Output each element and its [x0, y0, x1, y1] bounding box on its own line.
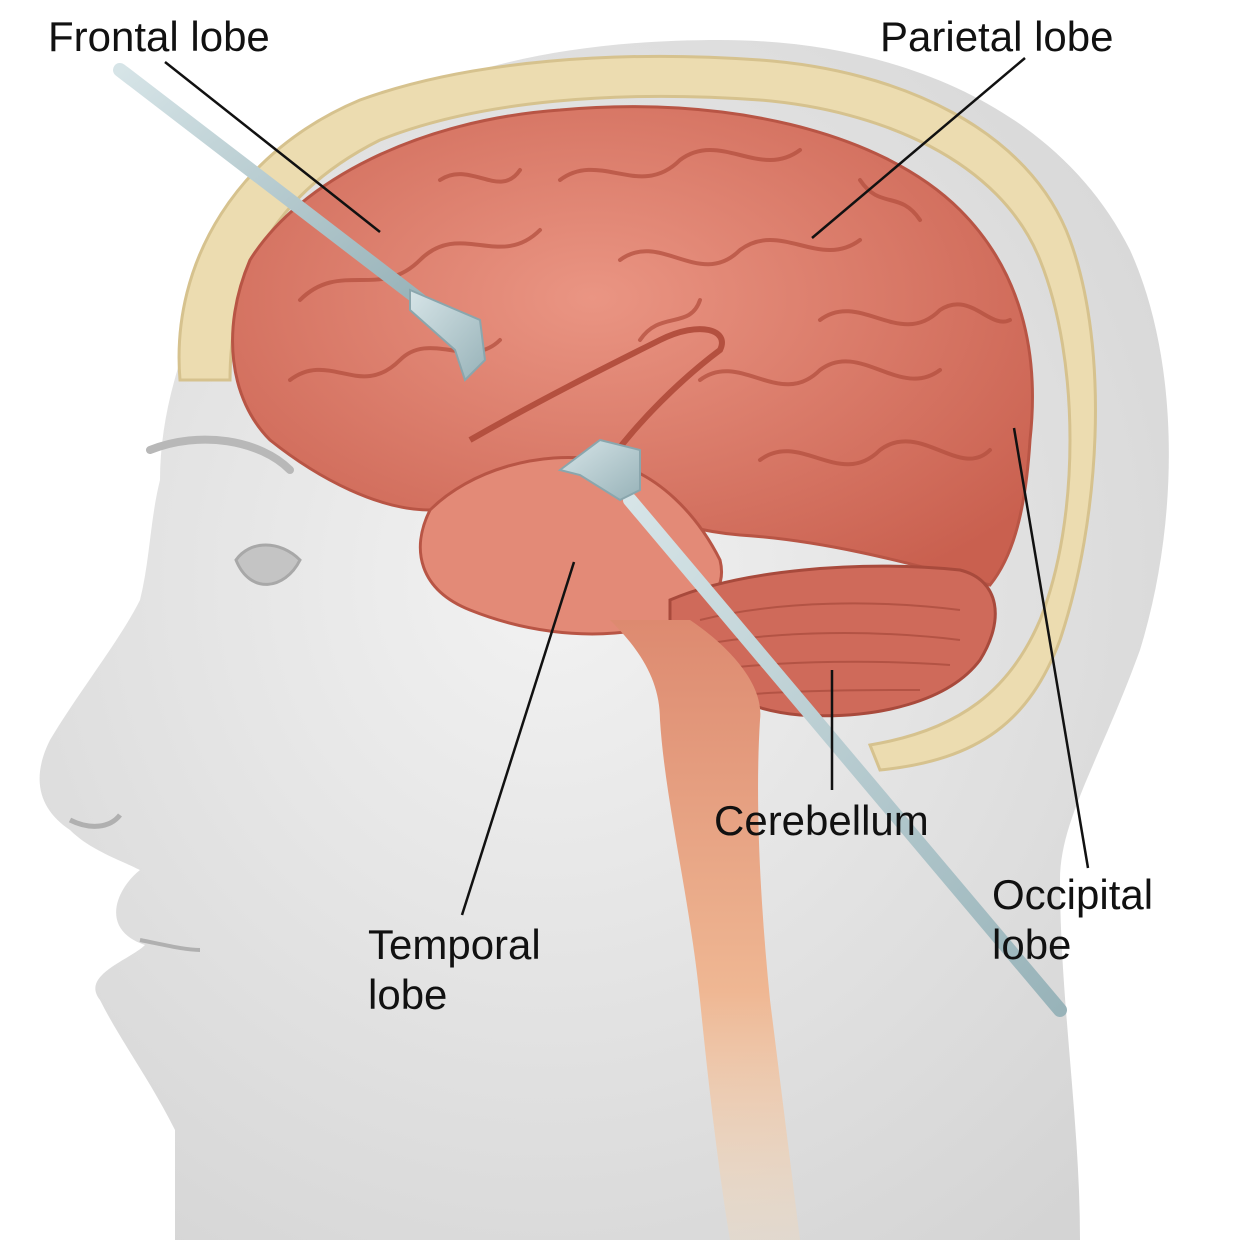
leader-lines — [164, 57, 1090, 916]
label-frontal-lobe: Frontal lobe — [48, 13, 270, 60]
probe-lower — [557, 438, 1067, 1017]
brow — [146, 435, 294, 474]
eye — [234, 543, 302, 586]
cerebellum-folia — [699, 602, 961, 696]
spinal-cord — [610, 620, 800, 1240]
label-occipital-lobe: Occipital lobe — [992, 870, 1153, 970]
probe-upper — [113, 63, 487, 382]
label-temporal-line1: Temporal — [368, 921, 541, 968]
label-temporal-lobe: Temporal lobe — [368, 920, 541, 1020]
leader-temporal — [460, 561, 576, 916]
label-temporal-line2: lobe — [368, 971, 448, 1018]
leader-frontal — [164, 61, 381, 233]
label-parietal-lobe: Parietal lobe — [880, 13, 1114, 60]
leader-occipital — [1012, 427, 1090, 869]
label-occipital-line1: Occipital — [992, 871, 1154, 918]
leader-parietal — [811, 57, 1026, 239]
label-cerebellum: Cerebellum — [714, 797, 929, 844]
lips — [139, 938, 201, 952]
lateral-sulcus — [468, 326, 725, 462]
nostril — [68, 813, 122, 829]
label-occipital-line2: lobe — [992, 921, 1072, 968]
skull — [177, 54, 1097, 772]
